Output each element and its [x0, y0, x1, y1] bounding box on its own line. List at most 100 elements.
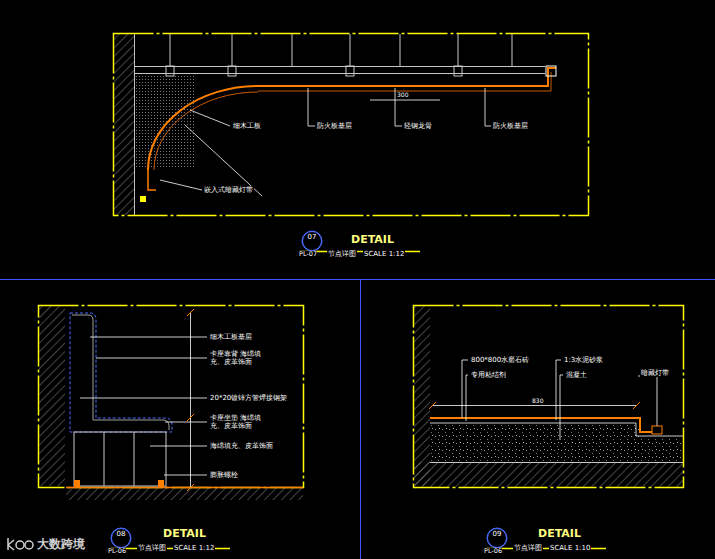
sheet-reference: PL-06: [484, 548, 502, 555]
sheet-divider: [0, 280, 715, 559]
detail-07-part: [302, 231, 322, 251]
detail-08-part: [39, 306, 65, 486]
callout-label: 卡座靠背 海绵填充、皮革饰面: [209, 350, 267, 366]
drawing-part-part: [232, 34, 233, 66]
sheet-reference: PL-07: [299, 251, 317, 258]
detail-07-part: [154, 92, 258, 170]
detail-07-part: [148, 170, 156, 190]
detail-08: [39, 306, 304, 549]
detail-subtitle: 节点详图: [513, 544, 543, 552]
drawing-part-part: [485, 88, 491, 126]
callout-label: 膨胀螺栓: [209, 471, 239, 479]
callout-label: 混凝土: [565, 371, 588, 379]
detail-09-part: [430, 418, 652, 432]
callout-label: 800*800水磨石砖: [470, 356, 530, 364]
drawing-part: [462, 360, 657, 440]
drawing-part-part: [187, 309, 194, 316]
watermark-logo-part: [25, 541, 33, 549]
detail-bubble: 07PL-07: [302, 231, 322, 251]
drawing-part: [166, 66, 462, 76]
detail-title: DETAIL: [162, 528, 207, 541]
detail-09-part: [414, 462, 683, 487]
drawing-part-part: [638, 376, 657, 426]
watermark-logo: [8, 538, 33, 550]
detail-09-part: [430, 423, 683, 436]
callout-label: 20*20镀锌方管焊接钢架: [209, 394, 288, 402]
callout-label: 暗藏灯带: [640, 369, 670, 377]
drawing-part: [187, 309, 194, 491]
detail-08-part: [39, 306, 304, 488]
detail-09-part: [487, 528, 507, 548]
detail-08-part: [158, 480, 164, 488]
drawing-part-part: [135, 66, 545, 67]
detail-title: DETAIL: [537, 528, 582, 541]
scale-note: SCALE 1:10: [549, 544, 591, 552]
sheet-divider-part: [360, 280, 361, 559]
drawing-part-part: [400, 34, 401, 66]
detail-09-part: [414, 306, 430, 486]
dimension: 830: [531, 398, 544, 405]
drawing-part-part: [466, 375, 468, 421]
detail-08-part: [111, 528, 131, 548]
watermark-logo-part: [8, 538, 14, 550]
callout-label: 防火板基层: [316, 122, 353, 130]
drawing-part-part: [185, 125, 262, 196]
detail-title: DETAIL: [350, 234, 395, 247]
detail-09-part: [640, 438, 683, 462]
detail-09-part: [430, 424, 640, 462]
drawing-part-part: [350, 34, 351, 66]
detail-08-part: [70, 313, 172, 432]
drawing-part-part: [190, 110, 230, 126]
detail-09-part: [432, 405, 636, 406]
sheet-reference: PL-06: [108, 548, 126, 555]
detail-bubble: 08PL-06: [111, 528, 131, 548]
detail-08-part: [72, 315, 169, 430]
drawing-part-part: [292, 34, 293, 66]
detail-09-part: [652, 426, 662, 434]
callout-label: 嵌入式暗藏灯带: [203, 186, 254, 194]
detail-07-part: [258, 68, 556, 86]
detail-07-part: [114, 34, 134, 215]
detail-number: 08: [112, 531, 130, 538]
detail-08-part: [66, 487, 303, 489]
detail-08-part: [134, 432, 135, 486]
drawing-part: [135, 34, 545, 74]
detail-07-part: [114, 34, 589, 216]
drawing-part-part: [458, 34, 459, 66]
callout-label: 细木工板基层: [209, 333, 253, 341]
drawing-part-part: [462, 360, 468, 418]
detail-08-part: [104, 432, 105, 486]
drawing-part-part: [90, 337, 207, 338]
drawing-part-part: [170, 34, 171, 66]
drawing-part-part: [160, 180, 202, 190]
drawing-part-part: [80, 398, 207, 399]
drawing-part-part: [346, 66, 354, 76]
detail-07-part: [546, 66, 556, 76]
drawing-part-part: [165, 422, 207, 423]
detail-07-part: [135, 74, 195, 168]
drawing-part-part: [96, 358, 207, 359]
detail-number: 07: [303, 234, 321, 241]
detail-07-part: [258, 72, 551, 91]
drawing-part-part: [633, 402, 640, 409]
drawing-part-part: [308, 88, 315, 126]
drawing-part-part: [164, 475, 207, 476]
sheet-divider-part: [0, 279, 715, 280]
detail-08-part: [190, 312, 191, 488]
drawing-part-part: [370, 100, 440, 101]
drawing-part: [160, 88, 491, 196]
detail-07-part: [140, 196, 146, 202]
watermark: 大数跨境: [36, 538, 86, 552]
drawing-part: [80, 337, 207, 475]
drawing-part-part: [150, 446, 207, 447]
drawing-part-part: [454, 66, 462, 76]
detail-subtitle: 节点详图: [137, 544, 167, 552]
drawing-part-part: [135, 73, 545, 74]
callout-label: 卡座坐垫 海绵填充、皮革饰面: [209, 414, 267, 430]
detail-09: [414, 306, 684, 549]
drawing-part-part: [187, 484, 194, 491]
dimension: 300: [396, 92, 409, 99]
callout-label: 防火板基层: [492, 122, 529, 130]
